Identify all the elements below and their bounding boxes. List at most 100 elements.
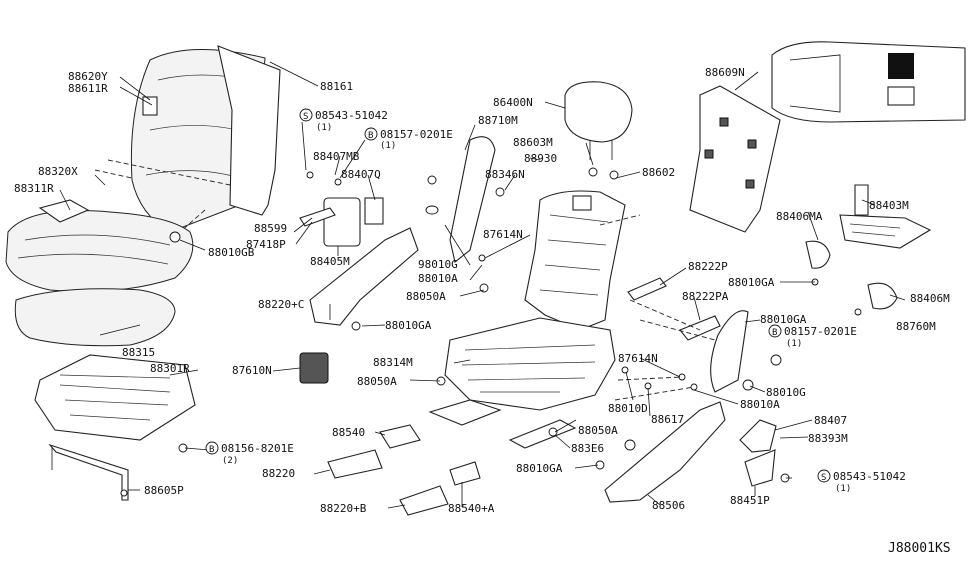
side-cover-88220c-part (309, 227, 419, 326)
clip-88406ma-part (805, 240, 831, 269)
part-label: 88010GA (385, 319, 432, 332)
part-label: 08543-51042 (315, 109, 388, 122)
hinge-88407-part (739, 419, 777, 453)
part-label: 88010A (740, 398, 780, 411)
front-seatback-frame-part (524, 190, 626, 331)
part-label: 88930 (524, 152, 557, 165)
marker-s-icon (299, 108, 313, 122)
cover-88540-part (379, 424, 421, 449)
part-label: 87614N (618, 352, 658, 365)
seat-rail-part (48, 443, 129, 501)
part-label: 88603M (513, 136, 553, 149)
marker-letter: S (821, 473, 826, 483)
part-label: 88220+C (258, 298, 304, 311)
marker-b-icon (205, 441, 219, 455)
part-label: 88710M (478, 114, 518, 127)
part-label: 883E6 (571, 442, 604, 455)
side-cover-88506-part (604, 401, 726, 503)
part-label: 88540 (332, 426, 365, 439)
part-label: 88506 (652, 499, 685, 512)
part-label: 88407MB (313, 150, 360, 163)
part-label: 88050A (578, 424, 618, 437)
part-label: 88050A (357, 375, 397, 388)
part-label: 88407Q (341, 168, 381, 181)
cover-88540a-part (449, 461, 481, 486)
marker-s-icon (817, 469, 831, 483)
headrest-part (564, 81, 633, 160)
part-label: 08543-51042 (833, 470, 906, 483)
part-label: 88393M (808, 432, 848, 445)
lever-87418p-part (299, 207, 336, 227)
part-label: 88346N (485, 168, 525, 181)
part-label: 88220+B (320, 502, 367, 515)
part-label: 87614N (483, 228, 523, 241)
part-label: 87610N (232, 364, 272, 377)
cap-88222p-part (627, 277, 667, 301)
part-label: 08157-0201E (380, 128, 453, 141)
part-label: 88010GA (760, 313, 807, 326)
part-label: 08156-8201E (221, 442, 294, 455)
side-bracket-part (839, 184, 932, 249)
part-label: 88602 (642, 166, 675, 179)
part-label: 88010D (608, 402, 648, 415)
part-label: 88599 (254, 222, 287, 235)
part-label: 88405M (310, 255, 350, 268)
part-label: 88540+A (448, 502, 495, 515)
part-label: 88407 (814, 414, 847, 427)
part-label: 88222PA (682, 290, 729, 303)
part-label: 88620Y (68, 70, 108, 83)
part-label: 88010GB (208, 246, 255, 259)
clip-88406m-part (867, 282, 898, 310)
part-label: 88010G (766, 386, 806, 399)
part-label: 88301R (150, 362, 190, 375)
part-label: 88611R (68, 82, 108, 95)
part-label: 88010A (418, 272, 458, 285)
part-label: 88010GA (516, 462, 563, 475)
back-board-part (217, 45, 281, 216)
marker-letter: B (209, 445, 214, 455)
part-label: 88314M (373, 356, 413, 369)
part-label: 08157-0201E (784, 325, 857, 338)
part-label: 88609N (705, 66, 745, 79)
part-label: 86400N (493, 96, 533, 109)
back-panel-part (689, 85, 781, 233)
part-label: 88605P (144, 484, 184, 497)
part-qty: (1) (316, 123, 332, 133)
side-armrest-part (425, 136, 496, 263)
cap-88222pa-part (679, 315, 721, 341)
switch-module-part (299, 352, 329, 384)
marker-letter: S (303, 112, 308, 122)
part-label: 88222P (688, 260, 728, 273)
part-label: 88451P (730, 494, 770, 507)
bracket-88451p-part (744, 449, 776, 487)
diagram-id: J88001KS (888, 541, 951, 556)
part-label: 88220 (262, 467, 295, 480)
cushion-clip-part (38, 199, 90, 223)
cover-88220b-part (399, 485, 449, 516)
part-labels: 88620Y 88611R 88161 S 08543-51042 (1) B … (14, 66, 951, 556)
part-label: 88403M (869, 199, 909, 212)
part-label: 88617 (651, 413, 684, 426)
part-qty: (1) (786, 339, 802, 349)
part-qty: (1) (380, 141, 396, 151)
part-label: 88050A (406, 290, 446, 303)
marker-b-icon (364, 127, 378, 141)
part-label: 88760M (896, 320, 936, 333)
vehicle-locator-icon (771, 41, 966, 123)
part-label: 88161 (320, 80, 353, 93)
armrest-88760m-part (710, 310, 749, 393)
marker-letter: B (772, 328, 777, 338)
seat-location-marker (888, 53, 914, 79)
part-label: 88010GA (728, 276, 775, 289)
seat-cushion-part (5, 199, 194, 292)
part-label: 88311R (14, 182, 54, 195)
part-qty: (2) (222, 456, 238, 466)
seat-spring-frame-part (34, 354, 196, 441)
front-seat-frame-part (428, 317, 616, 449)
part-label: 87418P (246, 238, 286, 251)
cushion-pad-part (14, 288, 176, 347)
part-qty: (1) (835, 484, 851, 494)
part-label: 98010G (418, 258, 458, 271)
bracket-88407q-part (364, 197, 384, 225)
